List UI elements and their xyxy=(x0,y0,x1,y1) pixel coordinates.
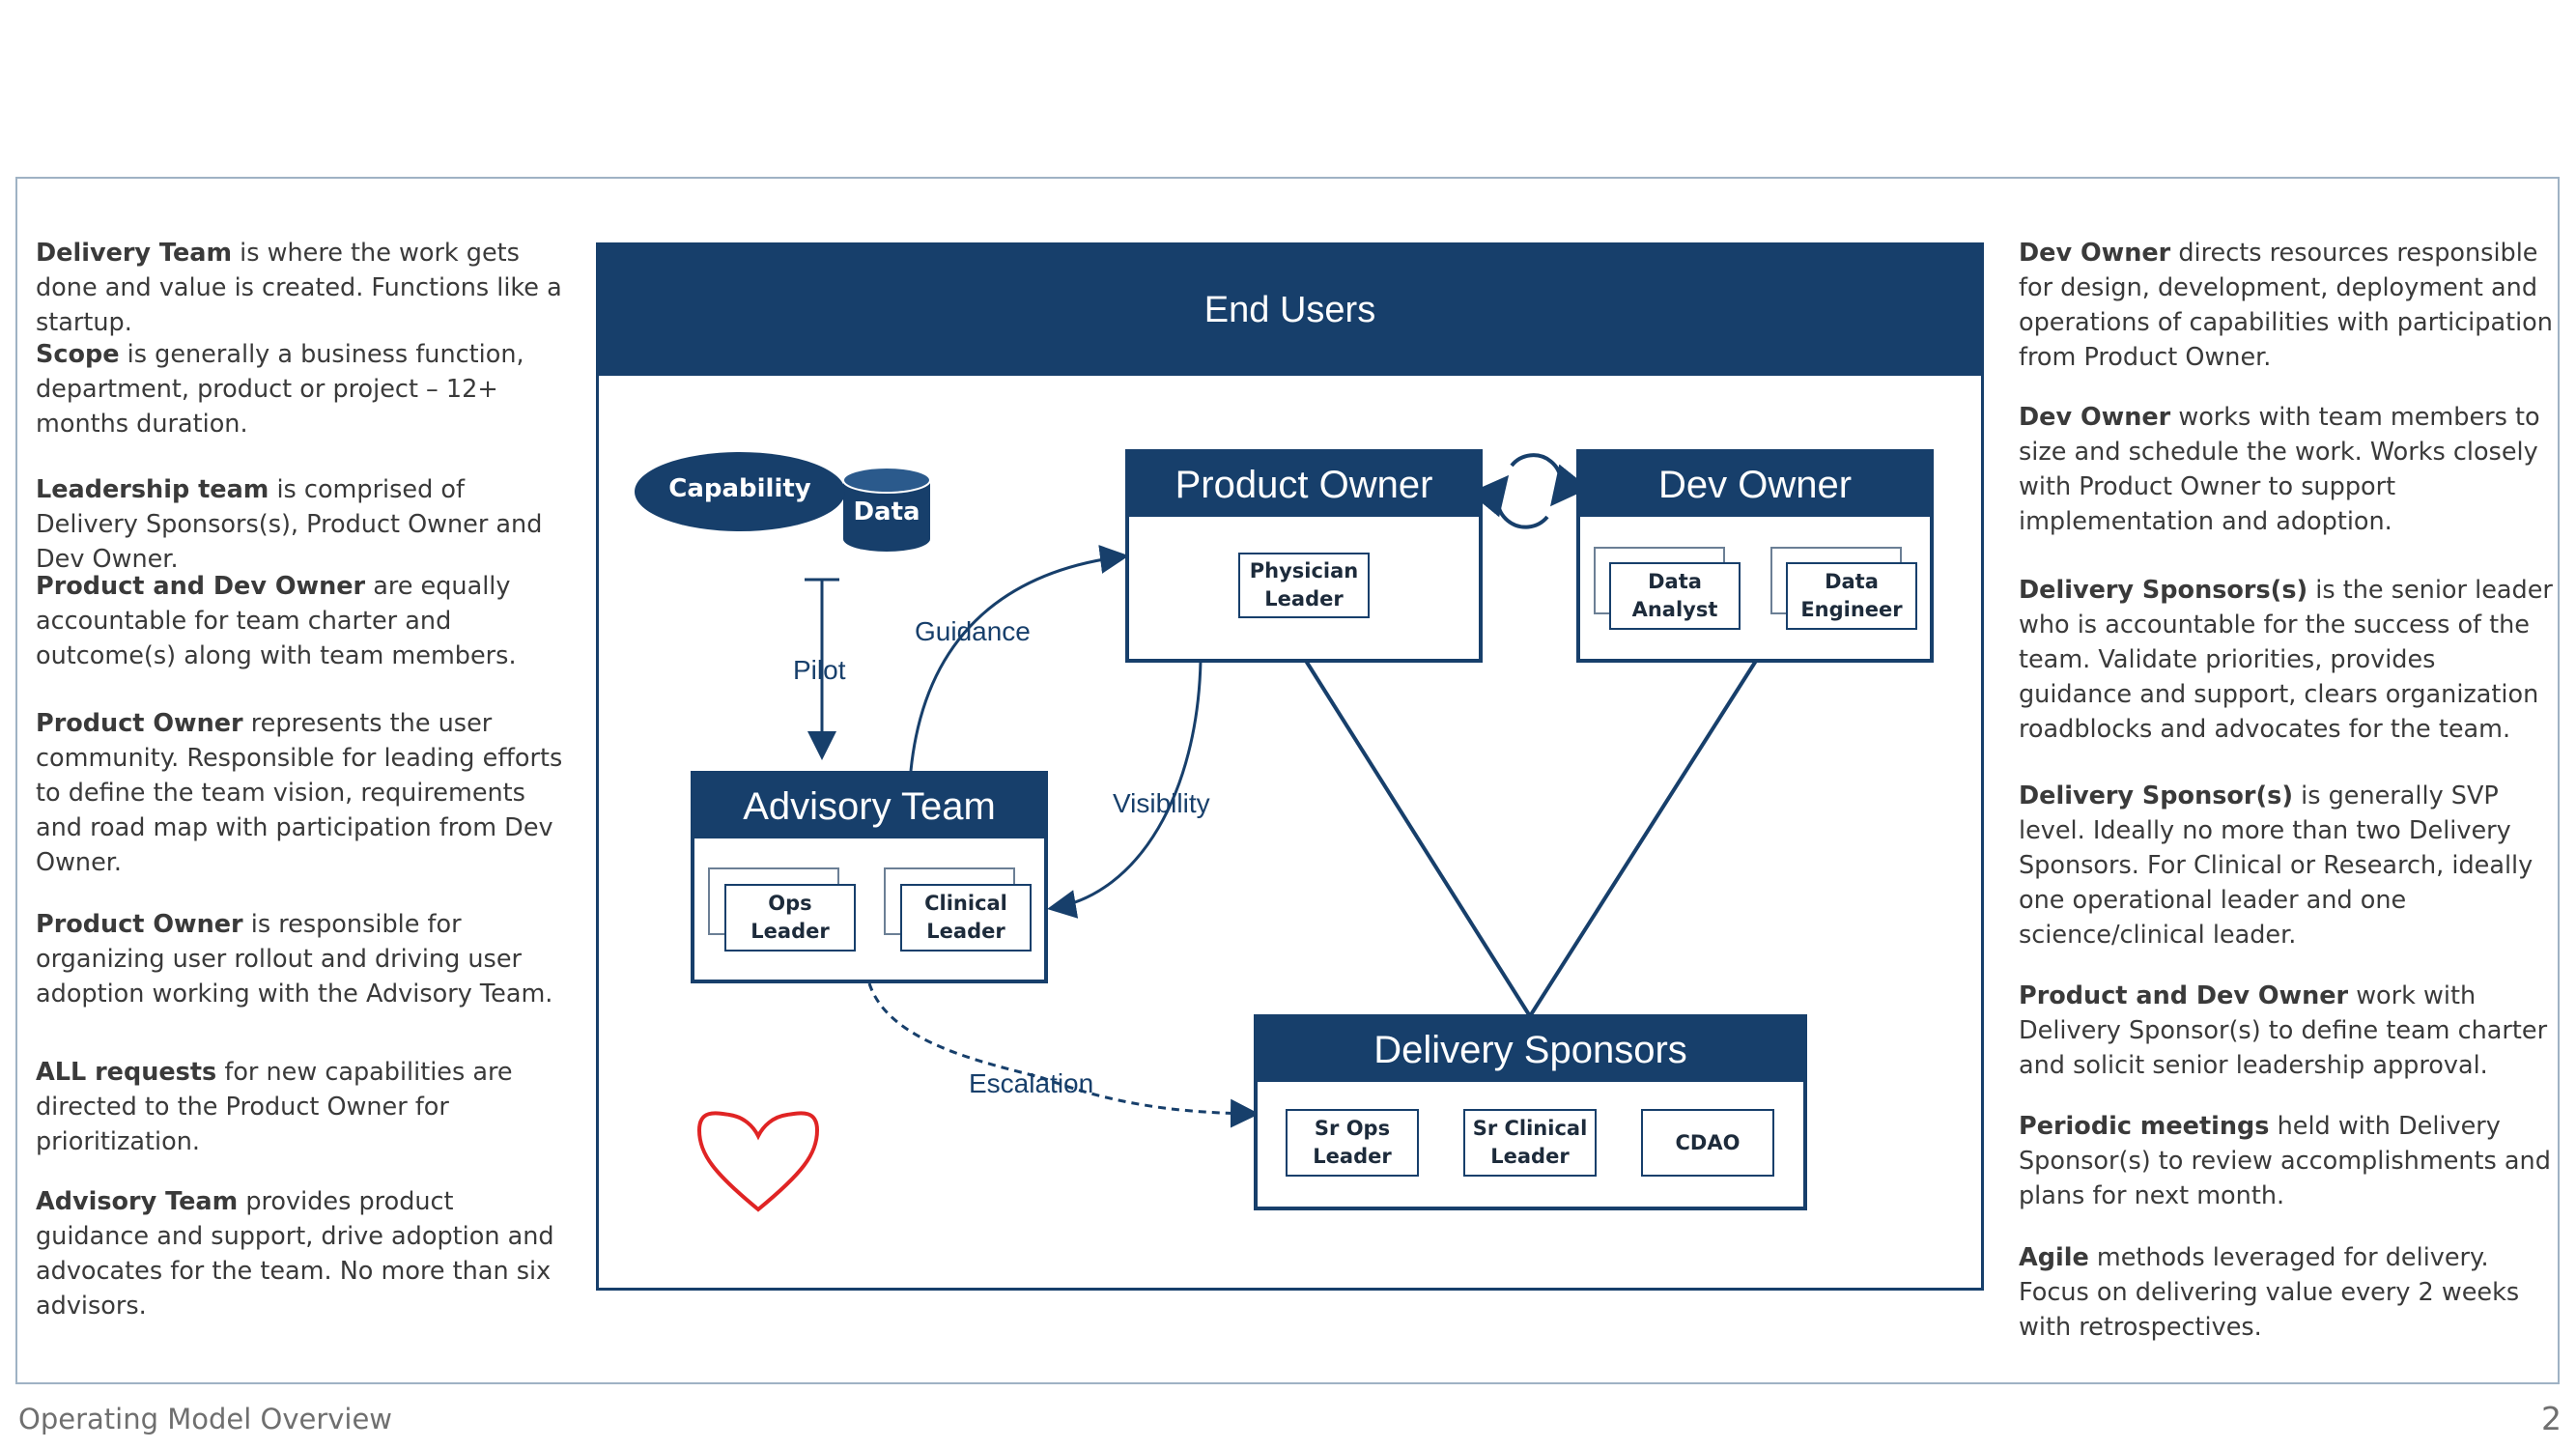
left-paragraph: Product Owner represents the user commun… xyxy=(36,709,563,877)
product-owner-box: Product Owner xyxy=(1125,449,1483,663)
page-number: 2 xyxy=(2541,1400,2562,1437)
right-paragraph: Delivery Sponsor(s) is generally SVP lev… xyxy=(2019,781,2534,950)
right-paragraph: Product and Dev Owner work with Delivery… xyxy=(2019,981,2548,1080)
product-owner-title: Product Owner xyxy=(1129,453,1479,517)
guidance-label: Guidance xyxy=(915,616,1031,646)
product-owner-to-sponsors-line xyxy=(1304,659,1532,1018)
data-label: Data xyxy=(853,497,920,526)
physician-leader-card: Physician Leader xyxy=(1238,553,1370,618)
left-paragraph: Product Owner is responsible for organiz… xyxy=(36,910,553,1009)
dev-owner-title: Dev Owner xyxy=(1580,453,1930,517)
heart-icon xyxy=(696,1111,820,1212)
data-analyst-card: Data Analyst xyxy=(1609,562,1741,630)
dev-owner-to-sponsors-line xyxy=(1528,659,1758,1018)
visibility-label: Visibility xyxy=(1113,788,1210,818)
cdao-card: CDAO xyxy=(1641,1109,1774,1177)
footer-title: Operating Model Overview xyxy=(18,1403,393,1435)
escalation-arrow xyxy=(867,982,1260,1128)
advisory-team-title: Advisory Team xyxy=(694,775,1044,838)
ops-leader-card: Ops Leader xyxy=(724,884,856,952)
left-paragraph: Product and Dev Owner are equally accoun… xyxy=(36,572,517,670)
left-paragraph: Advisory Team provides product guidance … xyxy=(36,1187,554,1321)
left-paragraph: ALL requests for new capabilities are di… xyxy=(36,1058,513,1156)
database-icon xyxy=(842,467,931,552)
cycle-arrows-icon xyxy=(1469,453,1590,529)
escalation-label: Escalation xyxy=(969,1068,1094,1098)
guidance-arrow xyxy=(909,545,1129,772)
left-paragraph: Leadership team is comprised of Delivery… xyxy=(36,475,543,574)
data-engineer-card: Data Engineer xyxy=(1786,562,1917,630)
left-paragraph: Scope is generally a business function, … xyxy=(36,340,524,439)
right-paragraph: Delivery Sponsors(s) is the senior leade… xyxy=(2019,576,2553,744)
sr-clinical-leader-card: Sr Clinical Leader xyxy=(1463,1109,1597,1177)
pilot-label: Pilot xyxy=(793,655,846,685)
capability-label: Capability xyxy=(668,474,811,503)
delivery-sponsors-title: Delivery Sponsors xyxy=(1258,1018,1803,1082)
clinical-leader-card: Clinical Leader xyxy=(900,884,1032,952)
right-paragraph: Dev Owner works with team members to siz… xyxy=(2019,403,2540,536)
sr-ops-leader-card: Sr Ops Leader xyxy=(1286,1109,1419,1177)
right-paragraph: Periodic meetings held with Delivery Spo… xyxy=(2019,1112,2551,1210)
visibility-arrow xyxy=(1047,660,1203,919)
left-paragraph: Delivery Team is where the work gets don… xyxy=(36,239,562,337)
right-paragraph: Agile methods leveraged for delivery. Fo… xyxy=(2019,1243,2520,1342)
capability-ellipse xyxy=(635,452,845,531)
end-users-banner: End Users xyxy=(599,245,1981,376)
operating-model-diagram: End Users xyxy=(596,242,1984,1291)
right-paragraph: Dev Owner directs resources responsible … xyxy=(2019,239,2553,372)
slide-frame xyxy=(15,177,2560,1384)
